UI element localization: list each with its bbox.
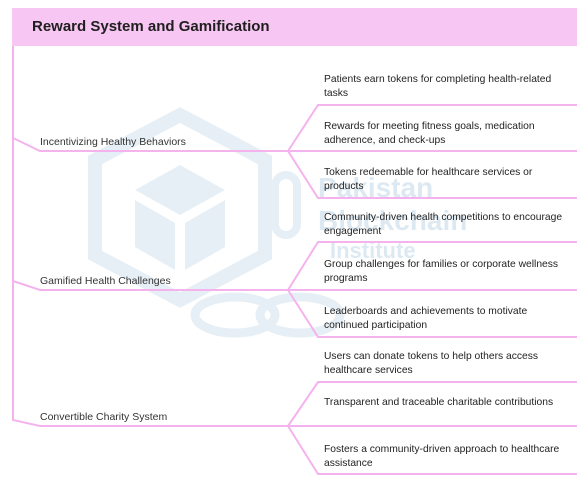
branch-3-1 <box>287 381 577 427</box>
item-3-2: Transparent and traceable charitable con… <box>324 397 554 408</box>
item-1-1: Patients earn tokens for completing heal… <box>324 74 552 99</box>
branch-2-3 <box>287 289 577 338</box>
category-underline-2 <box>12 280 288 291</box>
item-2-2: Group challenges for families or corpora… <box>324 259 559 284</box>
branch-2-1 <box>287 241 577 291</box>
branch-1-1 <box>287 104 577 152</box>
diagram-title: Reward System and Gamification <box>32 18 270 35</box>
category-label-2: Gamified Health Challenges <box>40 275 171 287</box>
category-label-3: Convertible Charity System <box>40 411 168 423</box>
branch-3-3 <box>287 425 577 475</box>
item-2-3: Leaderboards and achievements to motivat… <box>324 306 528 331</box>
item-3-3: Fosters a community-driven approach to h… <box>324 444 560 469</box>
trunk-line <box>12 46 41 427</box>
branch-1-3 <box>287 150 577 199</box>
item-1-3: Tokens redeemable for healthcare service… <box>324 167 533 192</box>
header-bar: Reward System and Gamification <box>12 8 577 46</box>
item-2-1: Community-driven health competitions to … <box>324 212 563 237</box>
item-1-2: Rewards for meeting fitness goals, medic… <box>324 121 535 146</box>
category-underline-1 <box>12 137 288 152</box>
category-label-1: Incentivizing Healthy Behaviors <box>40 136 186 148</box>
item-3-1: Users can donate tokens to help others a… <box>324 351 539 376</box>
